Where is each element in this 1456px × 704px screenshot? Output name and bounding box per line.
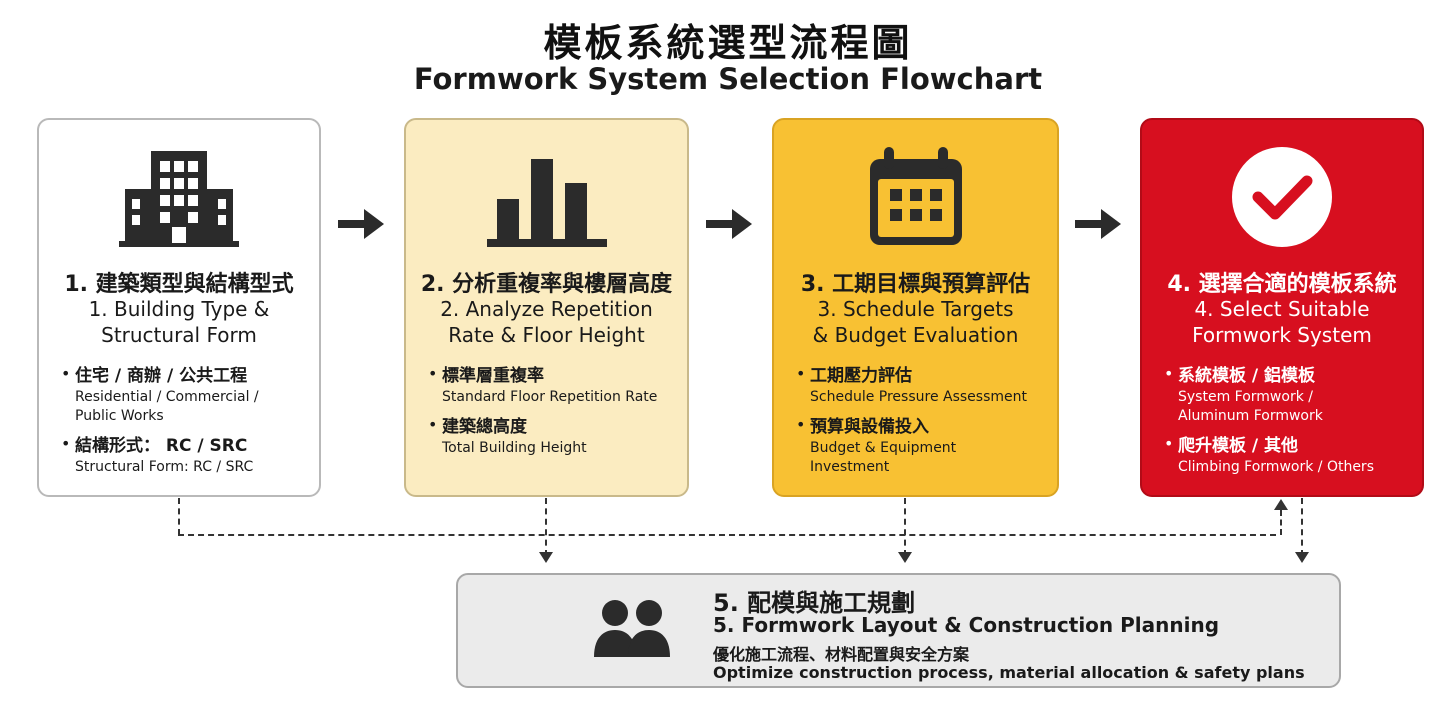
- connector-line: [1280, 510, 1282, 535]
- step-2-list: 標準層重複率 Standard Floor Repetition Rate 建築…: [428, 364, 679, 466]
- step-1-title-en: 1. Building Type & Structural Form: [88, 297, 270, 347]
- connector-line: [545, 498, 547, 556]
- arrow-up-icon: [1274, 499, 1288, 510]
- page-title-en: Formwork System Selection Flowchart: [413, 62, 1043, 96]
- connector-line: [178, 534, 1276, 536]
- step-1-list: 住宅 / 商辦 / 公共工程 Residential / Commercial …: [61, 364, 311, 485]
- list-item: 爬升模板 / 其他 Climbing Formwork / Others: [1164, 434, 1414, 477]
- step-5-desc-zh: 優化施工流程、材料配置與安全方案: [713, 645, 970, 664]
- step-5-desc-en: Optimize construction process, material …: [713, 663, 1305, 682]
- list-item: 系統模板 / 鋁模板 System Formwork / Aluminum Fo…: [1164, 364, 1414, 426]
- step-2-card: 2. 分析重複率與樓層高度 2. Analyze Repetition Rate…: [404, 118, 689, 497]
- bar-chart-icon: [482, 142, 612, 252]
- arrow-right-icon: [338, 209, 384, 239]
- step-5-card: 5. 配模與施工規劃 5. Formwork Layout & Construc…: [456, 573, 1341, 688]
- page-title-zh: 模板系統選型流程圖: [543, 21, 913, 65]
- step-2-title-zh: 2. 分析重複率與樓層高度: [420, 272, 673, 297]
- step-5-title-en: 5. Formwork Layout & Construction Planni…: [713, 613, 1220, 637]
- step-4-list: 系統模板 / 鋁模板 System Formwork / Aluminum Fo…: [1164, 364, 1414, 485]
- step-4-title-en: 4. Select Suitable Formwork System: [1192, 297, 1372, 347]
- calendar-icon: [851, 142, 981, 252]
- list-item: 工期壓力評估 Schedule Pressure Assessment: [796, 364, 1049, 407]
- list-item: 預算與設備投入 Budget & Equipment Investment: [796, 415, 1049, 477]
- arrow-right-icon: [706, 209, 752, 239]
- connector-line: [1301, 498, 1303, 556]
- checkmark-icon: [1217, 142, 1347, 252]
- connector-line: [904, 498, 906, 556]
- list-item: 結構形式： RC / SRC Structural Form: RC / SRC: [61, 434, 311, 477]
- step-3-list: 工期壓力評估 Schedule Pressure Assessment 預算與設…: [796, 364, 1049, 485]
- arrow-down-icon: [898, 552, 912, 563]
- step-4-title-zh: 4. 選擇合適的模板系統: [1167, 272, 1397, 297]
- list-item: 標準層重複率 Standard Floor Repetition Rate: [428, 364, 679, 407]
- step-3-card: 3. 工期目標與預算評估 3. Schedule Targets & Budge…: [772, 118, 1059, 497]
- building-icon: [114, 142, 244, 252]
- step-1-card: 1. 建築類型與結構型式 1. Building Type & Structur…: [37, 118, 321, 497]
- step-3-title-en: 3. Schedule Targets & Budget Evaluation: [812, 297, 1019, 347]
- connector-line: [178, 498, 180, 535]
- list-item: 住宅 / 商辦 / 公共工程 Residential / Commercial …: [61, 364, 311, 426]
- arrow-down-icon: [1295, 552, 1309, 563]
- step-2-title-en: 2. Analyze Repetition Rate & Floor Heigh…: [440, 297, 653, 347]
- step-4-card: 4. 選擇合適的模板系統 4. Select Suitable Formwork…: [1140, 118, 1424, 497]
- arrow-right-icon: [1075, 209, 1121, 239]
- list-item: 建築總高度 Total Building Height: [428, 415, 679, 458]
- step-1-title-zh: 1. 建築類型與結構型式: [64, 272, 294, 297]
- arrow-down-icon: [539, 552, 553, 563]
- step-5-title-zh: 5. 配模與施工規劃: [713, 589, 916, 617]
- people-icon: [594, 600, 670, 657]
- step-3-title-zh: 3. 工期目標與預算評估: [800, 272, 1031, 297]
